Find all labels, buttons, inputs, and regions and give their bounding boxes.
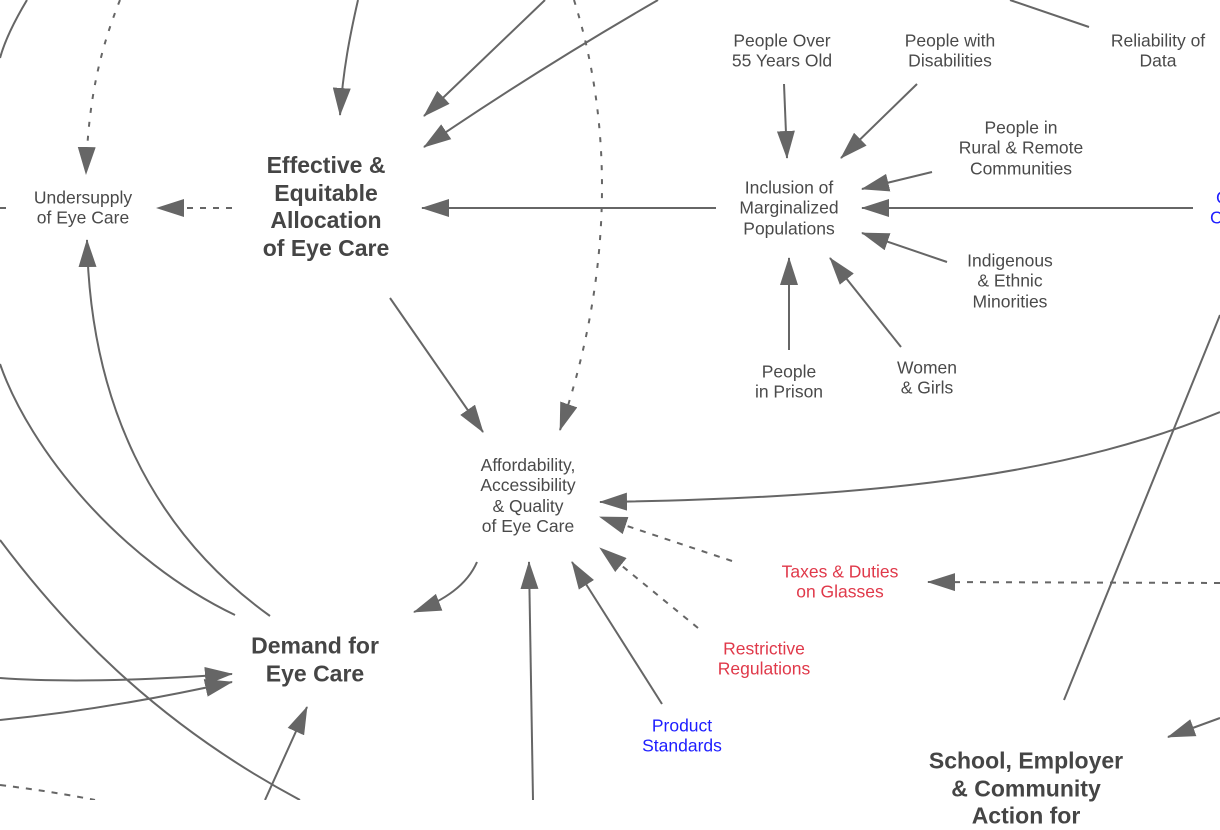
node-label-line: Restrictive <box>723 638 805 659</box>
node-indigenous[interactable]: Indigenous & Ethnic Minorities <box>967 250 1053 311</box>
node-disabilities[interactable]: People with Disabilities <box>905 31 995 72</box>
edge-left-to-demand-2 <box>0 679 233 721</box>
node-label-line: & Ethnic <box>977 270 1043 291</box>
edge-allocation-to-affordability <box>389 297 484 433</box>
node-label-line: Allocation <box>270 207 382 233</box>
node-label-line: Marginalized <box>739 197 839 218</box>
edge-over55-to-inclusion <box>776 83 795 159</box>
edge-left-to-demand-1 <box>0 666 233 685</box>
node-label-line: Eye Care <box>265 660 365 686</box>
edge-bottom-left-dashed <box>0 784 96 800</box>
node-label-line: Minorities <box>972 291 1048 312</box>
edge-left-curve-2 <box>0 539 301 800</box>
node-label-line: of Eye Care <box>262 234 390 261</box>
edge-demand-to-undersupply <box>78 239 271 617</box>
edge-school-to-offscreen <box>1063 314 1220 701</box>
node-label-line: Indigenous <box>967 250 1053 271</box>
edge-bottom-to-demand <box>264 706 308 800</box>
edge-affordability-to-demand <box>413 561 478 613</box>
node-label-line: People in <box>984 117 1058 138</box>
node-label-line: Accessibility <box>480 475 576 496</box>
node-rural[interactable]: People in Rural & Remote Communities <box>959 117 1084 178</box>
node-women[interactable]: Women & Girls <box>897 358 957 399</box>
edge-standards-to-affordability <box>571 561 663 705</box>
node-label-line: Product <box>651 715 713 736</box>
node-affordability[interactable]: Affordability, Accessibility & Quality o… <box>480 455 575 537</box>
causal-loop-diagram <box>0 0 1220 800</box>
edge-offscreen-to-school <box>1167 717 1220 738</box>
node-label-line: Communities <box>969 158 1073 179</box>
node-label-line: & Community <box>951 775 1101 802</box>
edge-offscreen-dotted-to-undersupply <box>77 0 121 175</box>
node-label-line: Women <box>897 357 957 378</box>
node-label-line: Co <box>1210 208 1220 228</box>
node-reliability[interactable]: Reliability of Data <box>1111 31 1205 72</box>
node-label-line: Effective & <box>266 151 386 178</box>
node-undersupply[interactable]: Undersupply of Eye Care <box>34 188 132 229</box>
edge-offscreen-to-reliability <box>1009 0 1090 28</box>
node-label-line: & Quality <box>492 496 564 516</box>
node-label-line: Affordability, <box>480 455 576 476</box>
edge-offscreen-dotted-to-affordability <box>559 0 603 431</box>
edge-women-to-inclusion <box>829 257 902 348</box>
node-label-line: People Over <box>733 30 831 51</box>
node-label-line: Equitable <box>274 179 378 206</box>
node-label-line: School, Employer <box>928 747 1124 774</box>
node-demand[interactable]: Demand for Eye Care <box>251 632 379 687</box>
node-school[interactable]: School, Employer & Community Action for <box>929 748 1123 830</box>
node-label-line: Demand for <box>251 632 379 659</box>
node-label-line: Data <box>1139 51 1177 71</box>
node-label-line: Populations <box>743 218 835 239</box>
node-label-line: Reliability of <box>1110 30 1206 51</box>
edge-indigenous-to-inclusion <box>861 232 948 263</box>
edge-offscreen-to-allocation-3 <box>423 0 659 148</box>
node-label-line: of Eye Care <box>36 208 130 228</box>
node-label-line: Regulations <box>717 659 811 679</box>
node-label-line: People <box>761 361 817 382</box>
node-label-line: 55 Years Old <box>731 51 833 71</box>
node-standards[interactable]: Product Standards <box>642 716 722 757</box>
edge-left-curve-top <box>0 0 28 59</box>
edge-regulations-to-affordability <box>599 547 699 629</box>
node-label-line: Undersupply <box>33 187 133 208</box>
node-label-line: People with <box>904 30 996 51</box>
node-label-line: Disabilities <box>908 51 992 71</box>
node-allocation[interactable]: Effective & Equitable Allocation of Eye … <box>263 152 390 262</box>
edge-rural-to-inclusion <box>861 171 933 192</box>
node-label-line: on Glasses <box>796 582 884 602</box>
node-label-line: Standards <box>642 736 722 756</box>
edge-disabilities-to-inclusion <box>840 83 918 159</box>
edge-taxes-to-affordability <box>599 516 733 562</box>
node-offscreen-policy[interactable]: C Co <box>1210 188 1220 229</box>
node-label-line: Rural & Remote <box>958 137 1084 158</box>
node-prison[interactable]: People in Prison <box>755 362 823 403</box>
edge-left-curve-1 <box>0 363 236 616</box>
node-label-line: & Girls <box>900 378 954 398</box>
node-over55[interactable]: People Over 55 Years Old <box>732 31 832 72</box>
node-label-line: of Eye Care <box>481 516 575 537</box>
node-label-line: Taxes & Duties <box>781 561 899 582</box>
node-inclusion[interactable]: Inclusion of Marginalized Populations <box>739 177 838 238</box>
edge-offscreen-to-allocation-2 <box>423 0 546 117</box>
edge-offscreen-right-to-affordability <box>599 411 1220 511</box>
node-label-line: Action for <box>971 802 1081 829</box>
edge-offscreen-bottom-to-affordability <box>520 561 539 800</box>
node-label-line: in Prison <box>754 382 824 402</box>
node-label-line: C <box>1216 188 1220 208</box>
node-label-line: Inclusion of <box>744 177 834 198</box>
edge-offscreen-to-allocation-1 <box>332 0 359 116</box>
node-regulations[interactable]: Restrictive Regulations <box>718 639 810 680</box>
edge-offscreen-to-taxes <box>927 573 1220 592</box>
node-taxes[interactable]: Taxes & Duties on Glasses <box>782 562 899 603</box>
